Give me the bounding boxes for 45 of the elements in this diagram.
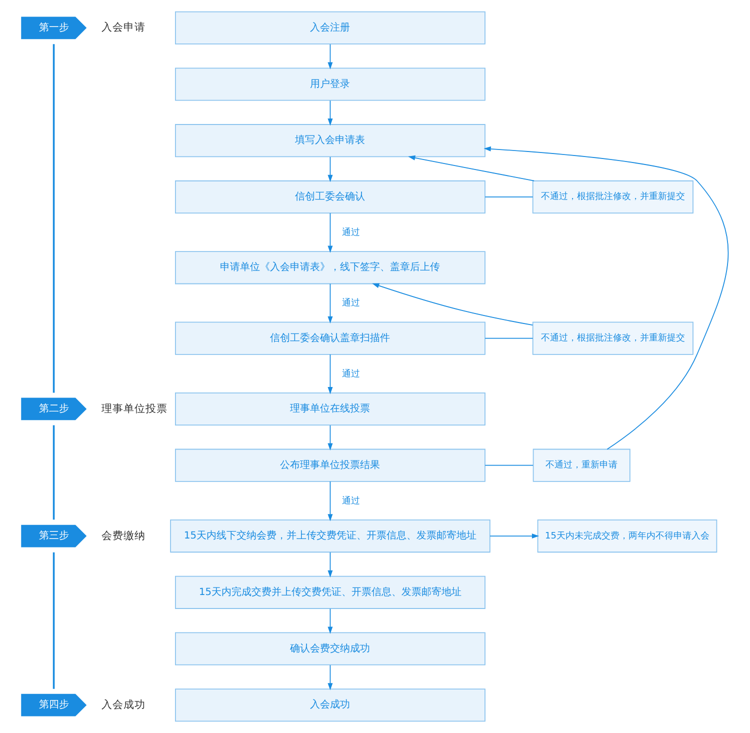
- connector: [52, 425, 55, 520]
- arrow: [328, 664, 333, 690]
- node-box: 申请单位《入会申请表》，线下签字、盖章后上传: [175, 251, 486, 284]
- edge-label: 通过: [342, 496, 360, 506]
- node-box: 理事单位在线投票: [175, 392, 486, 426]
- arrow: [328, 212, 333, 253]
- arrow: [484, 146, 729, 450]
- node-label: 会费缴纳: [102, 528, 146, 542]
- node-box: 入会成功: [175, 688, 486, 722]
- node-box: 不通过，根据批注修改，并重新提交: [532, 180, 694, 214]
- connector: [52, 44, 55, 393]
- node-box: 15天内完成交费并上传交费凭证、开票信息、发票邮寄地址: [175, 576, 486, 609]
- arrow: [328, 354, 333, 394]
- arrow: [328, 100, 333, 126]
- node-box: 信创工委会确认: [175, 180, 486, 214]
- edge-label: 通过: [342, 298, 360, 309]
- node-box: 15天内线下交纳会费，并上传交费凭证、开票信息、发票邮寄地址: [170, 519, 490, 553]
- node-box: 不通过，根据批注修改，并重新提交: [532, 322, 694, 355]
- connector: [484, 464, 534, 466]
- arrow: [328, 424, 333, 450]
- node-box: 入会注册: [175, 11, 486, 44]
- node-box: 用户登录: [175, 68, 486, 101]
- connector: [484, 338, 534, 339]
- arrow: [490, 534, 540, 539]
- arrow: [328, 156, 333, 182]
- arrow: [328, 283, 333, 324]
- node-label: 入会申请: [102, 20, 146, 34]
- edge-label: 通过: [342, 369, 360, 380]
- arrow: [328, 552, 333, 578]
- node-box: 不通过，重新申请: [532, 448, 630, 482]
- node-box: 填写入会申请表: [175, 124, 486, 158]
- arrow: [372, 283, 533, 326]
- arrow: [328, 44, 333, 70]
- connector: [52, 552, 55, 689]
- edge-label: 通过: [342, 228, 360, 238]
- node-box: 15天内未完成交费，两年内不得申请入会: [537, 519, 718, 553]
- node-box: 确认会费交纳成功: [175, 632, 486, 666]
- node-label: 入会成功: [102, 698, 146, 711]
- node-box: 信创工委会确认盖章扫描件: [175, 322, 486, 355]
- arrow: [408, 155, 535, 182]
- arrow: [328, 608, 333, 634]
- connector: [484, 196, 534, 198]
- node-box: 公布理事单位投票结果: [175, 448, 486, 482]
- node-label: 理事单位投票: [101, 402, 168, 415]
- arrow: [328, 481, 333, 522]
